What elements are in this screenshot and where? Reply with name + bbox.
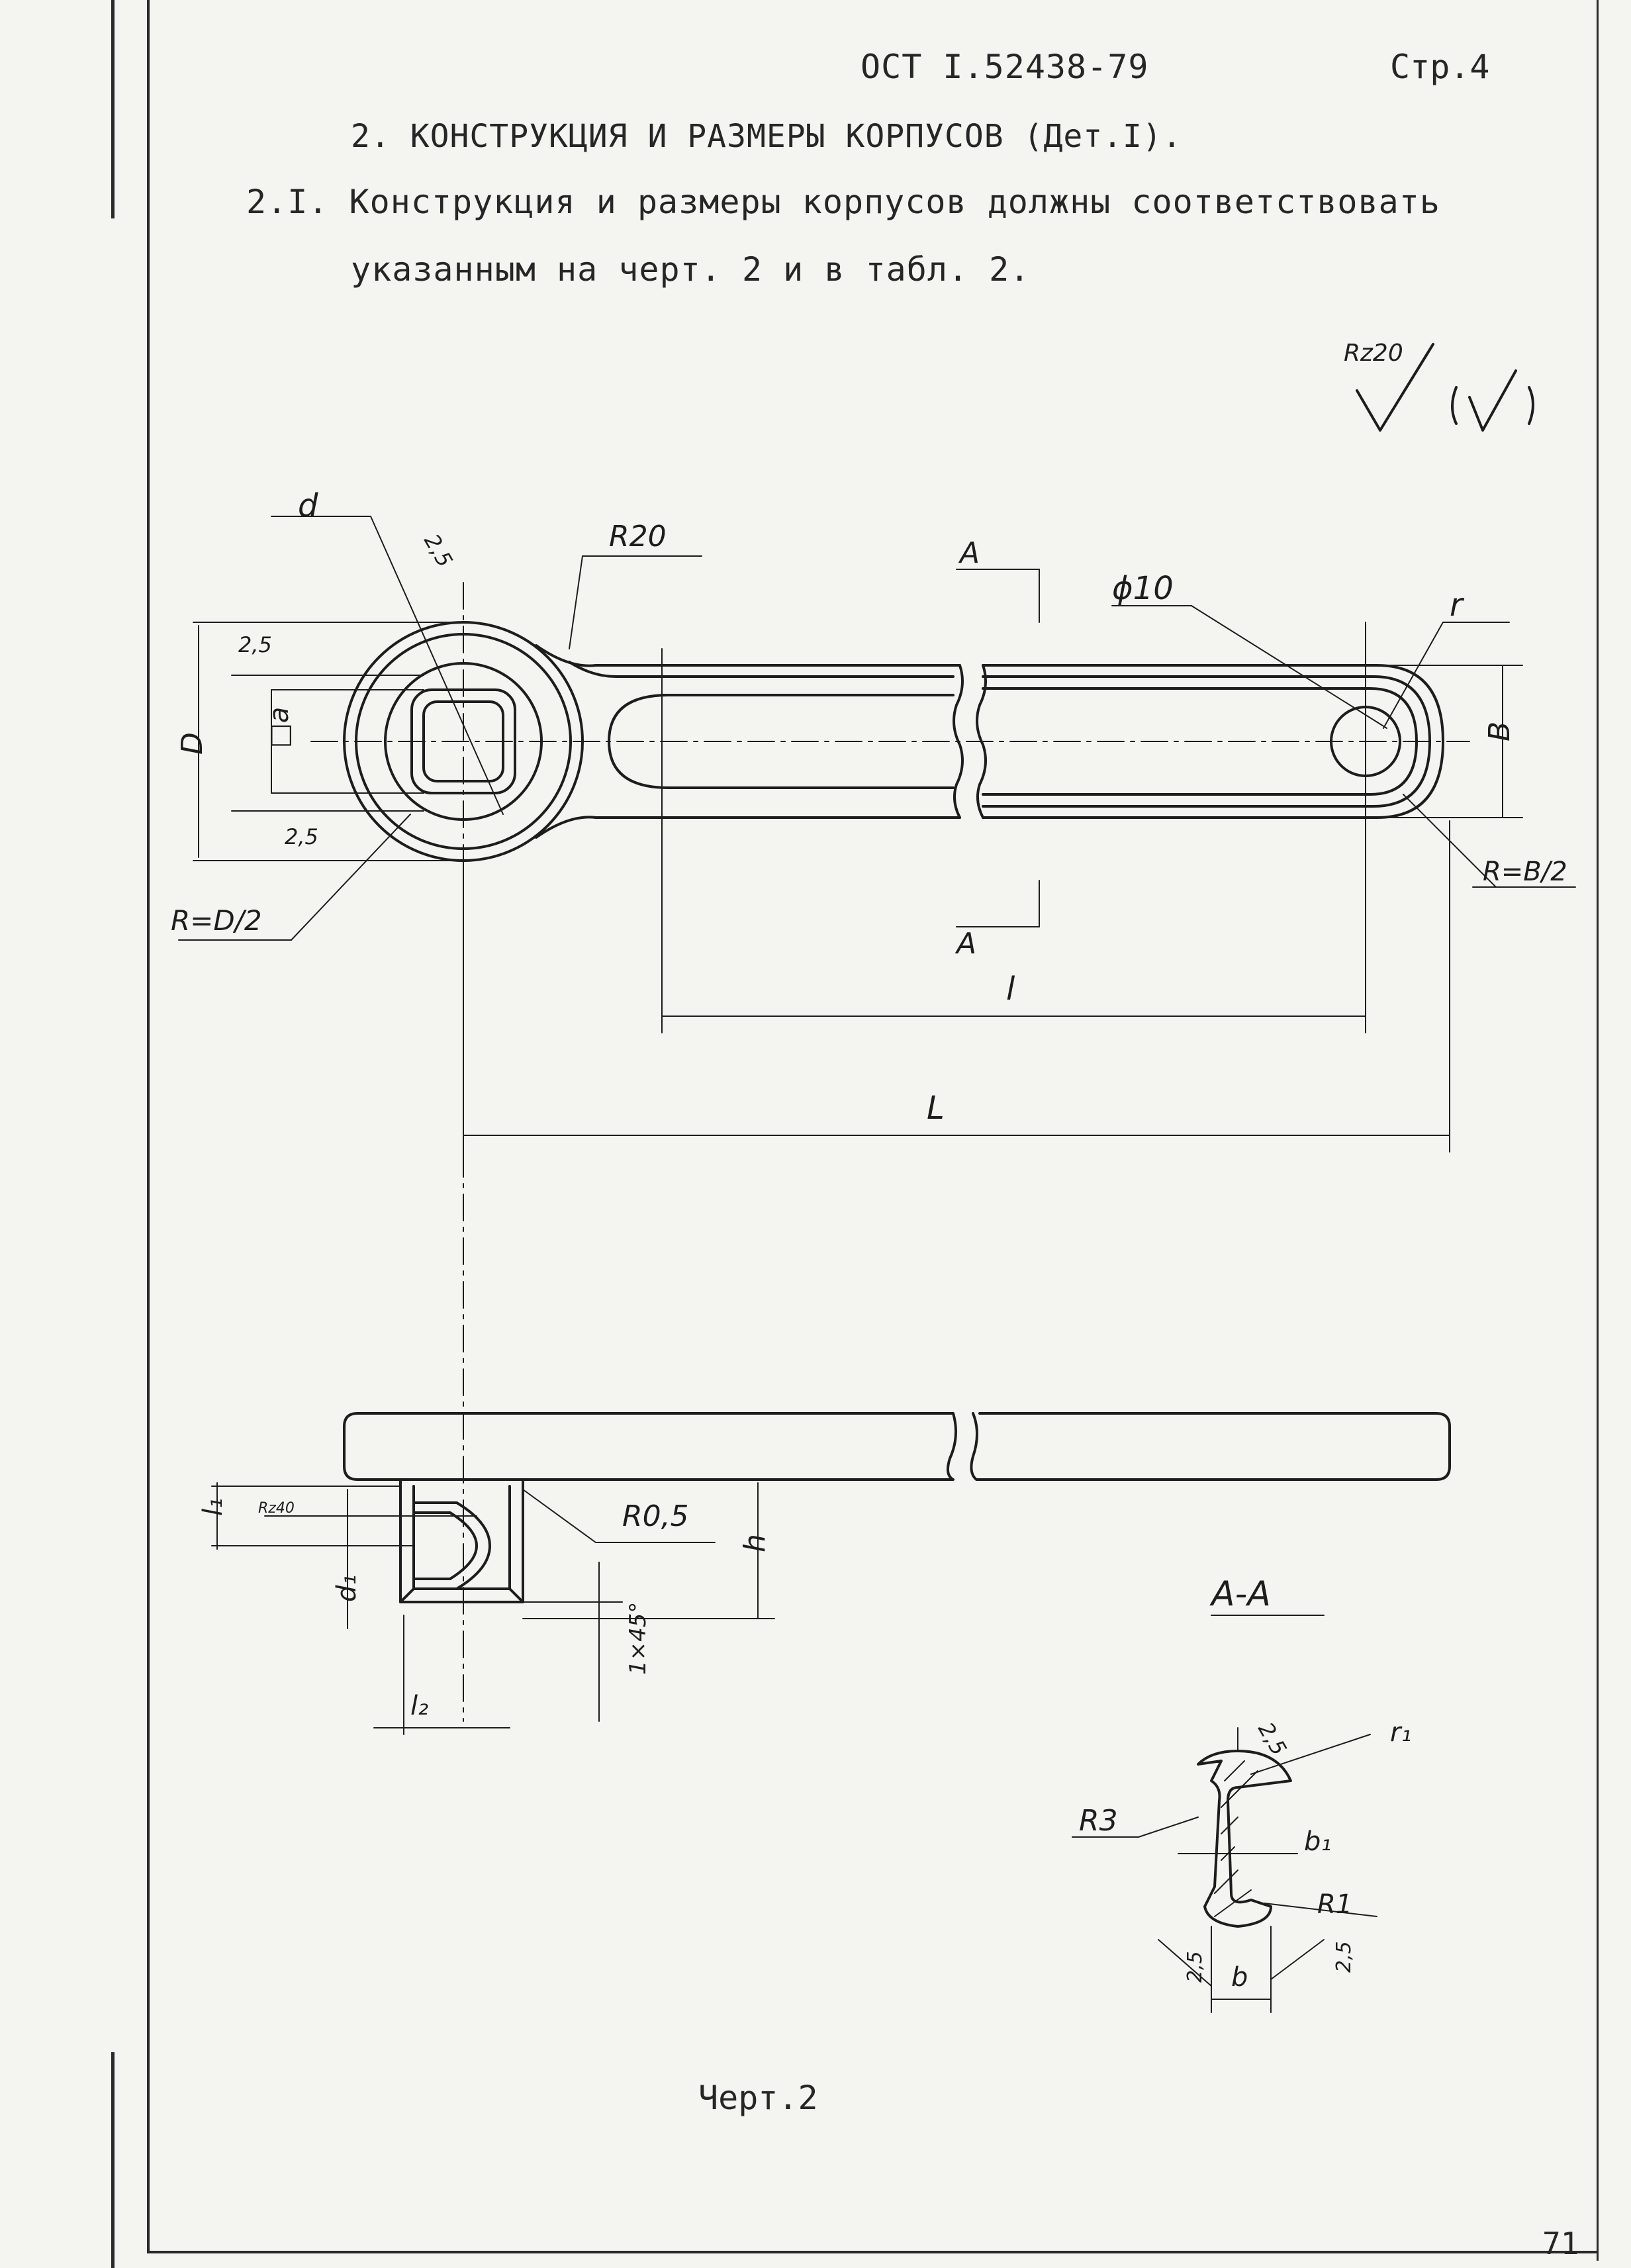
paragraph-line-1: 2.I. Конструкция и размеры корпусов долж… [246,183,1440,221]
figure-caption: Черт.2 [698,2079,818,2117]
roughness-rz20: Rz20 [1344,340,1403,367]
left-binding-line-lower [111,2052,115,2268]
side-view-dimensions [211,1479,775,1735]
label-d: d [298,487,318,524]
label-chamfer-1x45: 1×45° [625,1602,651,1675]
label-chamfer-diag: 2,5 [419,530,457,571]
label-b: b [1231,1962,1248,1993]
label-section-chamfer-left: 2,5 [1184,1951,1207,1983]
frame-right [1597,0,1599,2261]
roughness-symbol [1356,343,1534,432]
document-code: ОСТ I.52438-79 [861,48,1149,86]
label-R1: R1 [1317,1889,1352,1920]
label-l: l [1006,970,1015,1008]
section-mark-bottom: A [955,927,976,961]
label-chamfer-top: 2,5 [238,632,272,657]
page-number: Стр.4 [1390,48,1490,86]
label-r-d2: R=D/2 [171,904,262,937]
left-binding-line [111,0,115,218]
centre-lines [310,582,1470,1722]
section-mark-top: A [958,536,980,570]
label-r: r [1450,587,1465,624]
paragraph-line-2: указанным на черт. 2 и в табл. 2. [351,250,1031,289]
label-chamfer-bottom: 2,5 [285,824,318,849]
label-l1: l₁ [198,1498,228,1516]
label-L: L [927,1090,945,1127]
label-square-a: □a [264,707,295,748]
frame-bottom [147,2251,1599,2253]
label-h: h [738,1534,772,1552]
label-r1-small: r₁ [1390,1717,1411,1748]
label-d1: d₁ [332,1575,362,1602]
label-section-chamfer-right: 2,5 [1332,1941,1356,1973]
label-phi10: ϕ10 [1112,570,1174,607]
label-r3: R3 [1079,1804,1118,1838]
label-rz40: Rz40 [258,1500,295,1517]
section-a-a [1072,1615,1377,2013]
label-r-b2: R=B/2 [1483,857,1567,887]
label-D: D [175,732,209,755]
label-b1: b₁ [1304,1826,1331,1857]
side-view [343,1412,1451,1603]
label-B: B [1483,722,1516,741]
section-title-a-a: A-A [1209,1574,1271,1614]
label-r20: R20 [609,520,667,553]
sheet-number: 71 [1542,2226,1579,2261]
top-view-dimensions [178,516,1576,1153]
label-r05: R0,5 [622,1499,689,1533]
label-l2: l₂ [410,1691,428,1721]
frame-left [147,0,150,2251]
section-title: 2. КОНСТРУКЦИЯ И РАЗМЕРЫ КОРПУСОВ (Дет.I… [351,118,1182,155]
